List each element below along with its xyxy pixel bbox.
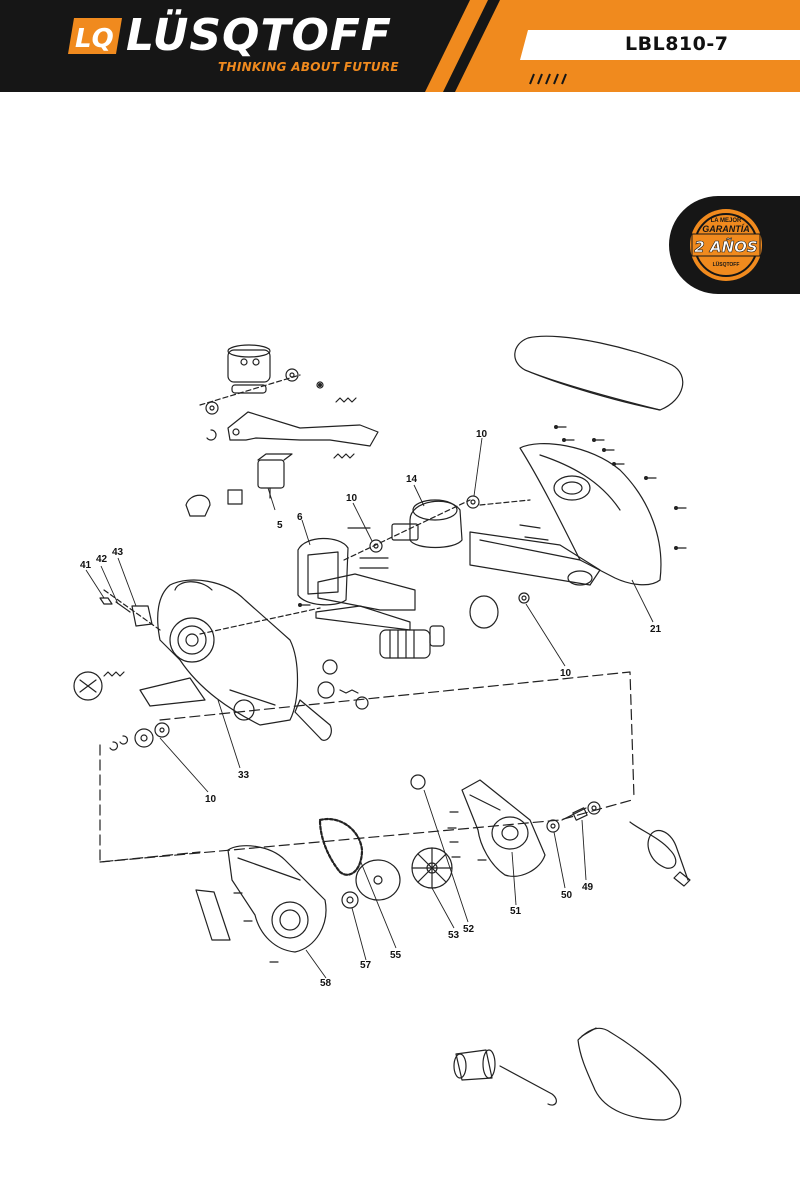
part-label: 53 xyxy=(448,930,460,941)
fan-drawing xyxy=(411,847,453,889)
model-code: LBL810-7 xyxy=(625,33,729,55)
part-label: 10 xyxy=(560,668,572,679)
warranty-badge: LA MEJOR GARANTÍA 2 AÑOS LÜSQTOFF xyxy=(669,196,800,294)
armature-drawing xyxy=(391,495,480,549)
part-label: 55 xyxy=(390,950,402,961)
warranty-seal-icon xyxy=(690,209,762,281)
disc-drawing xyxy=(355,859,401,901)
part-label: 6 xyxy=(297,512,303,523)
part-label: 57 xyxy=(360,960,372,971)
capacitor-drawing xyxy=(227,344,271,383)
part-label: 14 xyxy=(406,474,418,485)
part-label: 51 xyxy=(510,906,522,917)
warranty-line-4: LÜSQTOFF xyxy=(713,261,740,268)
part-label: 10 xyxy=(346,493,358,504)
part-label: 10 xyxy=(205,794,217,805)
gear-housing-drawing xyxy=(461,779,546,877)
brand-name: LÜSQTOFF xyxy=(126,10,392,61)
part-label: 43 xyxy=(112,547,124,558)
warranty-line-2: GARANTÍA xyxy=(702,224,750,234)
brand-tagline: THINKING ABOUT FUTURE xyxy=(218,60,399,74)
part-label: 41 xyxy=(80,560,92,571)
part-label: 52 xyxy=(463,924,475,935)
part-label: 33 xyxy=(238,770,250,781)
assembly-boundary-line xyxy=(99,744,201,863)
field-stator-drawing xyxy=(297,537,349,606)
header-bar: LQ LÜSQTOFF THINKING ABOUT FUTURE LBL810… xyxy=(0,0,800,92)
part-label: 42 xyxy=(96,554,108,565)
part-label: 58 xyxy=(320,978,332,989)
motor-housing-drawing xyxy=(157,579,332,741)
dust-bag-drawing xyxy=(577,1027,682,1121)
part-label: 49 xyxy=(582,882,594,893)
trigger-lever-drawing xyxy=(227,411,379,447)
part-label: 5 xyxy=(277,520,283,531)
toothed-belt-drawing xyxy=(318,817,364,876)
warranty-line-1: LA MEJOR xyxy=(711,218,742,224)
exploded-parts-diagram: 10 14 10 6 5 41 42 43 21 10 33 10 52 53 … xyxy=(73,335,691,1121)
brand-logo-icon: LQ xyxy=(68,18,122,54)
rear-housing-drawing xyxy=(469,443,662,586)
dust-nozzle-drawing xyxy=(453,1049,496,1081)
belt-cover-drawing xyxy=(227,845,327,953)
part-label: 10 xyxy=(476,429,488,440)
sanding-belt-drawing xyxy=(514,335,684,411)
warranty-line-3: 2 AÑOS xyxy=(694,237,757,256)
brand-mark: LQ xyxy=(75,24,114,54)
brush-assembly-drawing xyxy=(379,595,499,659)
model-box xyxy=(520,30,800,60)
part-label: 50 xyxy=(561,890,573,901)
part-label: 21 xyxy=(650,624,662,635)
adjust-knob-drawing xyxy=(73,671,125,701)
switch-drawing xyxy=(257,453,293,499)
power-cord-drawing xyxy=(629,821,689,881)
